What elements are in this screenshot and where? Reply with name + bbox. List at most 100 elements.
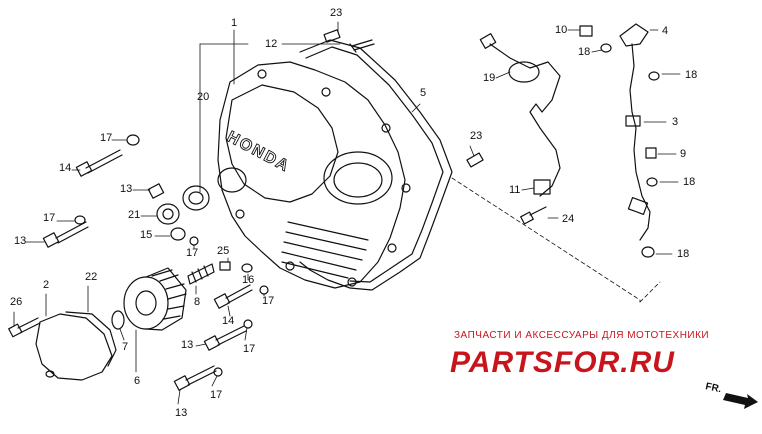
bolt-13-lower-b (173, 375, 191, 391)
oil-seal-21-inner (162, 208, 174, 220)
crankcase-cover-gasket-inner (305, 46, 444, 283)
right-crankcase-cover (217, 61, 406, 289)
callout-c12: 12 (265, 38, 277, 50)
callout-c22: 22 (85, 271, 97, 283)
callout-c18c: 18 (683, 176, 695, 188)
neutral-switch-11 (533, 179, 551, 195)
cover-ribs (281, 221, 369, 279)
callout-c25: 25 (217, 245, 229, 257)
clamp-3 (625, 115, 641, 127)
callout-c18a: 18 (578, 46, 590, 58)
bolt-26-shaft (17, 317, 41, 334)
bolt-24 (520, 211, 534, 225)
oil-filter-spring (187, 263, 215, 285)
callout-c5: 5 (420, 87, 426, 99)
cover-bolt-holes (235, 69, 411, 287)
bolt-14-lower (213, 293, 231, 309)
bolt-13-near-bearing (147, 183, 165, 199)
oil-hole (217, 167, 247, 193)
callout-c6: 6 (134, 375, 140, 387)
bolt-26 (8, 323, 23, 338)
callout-c10: 10 (555, 24, 567, 36)
oil-filter-front (123, 276, 169, 330)
callout-c2: 2 (43, 279, 49, 291)
callout-c17b: 17 (43, 212, 55, 224)
callout-c18d: 18 (677, 248, 689, 260)
bolt-12 (349, 39, 375, 53)
relief-valve (219, 261, 231, 271)
callout-c24: 24 (562, 213, 574, 225)
clutch-window-inner (333, 162, 383, 198)
callout-c14a: 14 (59, 162, 71, 174)
callout-c23a: 23 (330, 7, 342, 19)
washer-18-b (648, 71, 660, 81)
callout-c15: 15 (140, 229, 152, 241)
callout-c17c: 17 (186, 247, 198, 259)
front-direction-indicator: FR. (704, 381, 758, 409)
bolt-24-shaft (529, 206, 547, 216)
callout-c3: 3 (672, 116, 678, 128)
callout-c13a: 13 (120, 183, 132, 195)
callout-c13c: 13 (181, 339, 193, 351)
washer-17-mid (189, 236, 199, 246)
washer-15 (170, 227, 186, 241)
leader-lines (13, 21, 661, 405)
callout-c20: 20 (197, 91, 209, 103)
oil-seal-21 (156, 203, 180, 225)
sensor-head (627, 197, 649, 215)
needle-bearing (182, 185, 210, 211)
clutch-window (323, 151, 393, 205)
callout-c1: 1 (231, 17, 237, 29)
needle-bearing-inner (188, 191, 204, 205)
callout-c8: 8 (194, 296, 200, 308)
sensor-wire-harness (489, 43, 561, 197)
watermark-logo: PARTSFOR.RU (450, 346, 675, 379)
washer-16 (241, 263, 253, 273)
bolt-13-left-shaft (55, 221, 89, 244)
filter-cover-gasket (65, 311, 117, 367)
oil-filter-cover (35, 313, 113, 381)
front-direction-label: FR. (704, 381, 722, 395)
callout-c16: 16 (242, 274, 254, 286)
dowel-pin-right (466, 152, 484, 168)
watermark-subtitle: ЗАПЧАСТИ И АКСЕССУАРЫ ДЛЯ МОТОТЕХНИКИ (454, 330, 710, 341)
callout-c17d: 17 (262, 295, 274, 307)
connector-top (479, 33, 497, 49)
crankcase-cover-gasket (299, 39, 453, 291)
washer-18-a (600, 43, 612, 53)
washer-17-low-c (213, 367, 223, 377)
callout-c23b: 23 (470, 130, 482, 142)
washer-18-c (646, 177, 658, 187)
sensor-bracket-4 (619, 23, 649, 47)
bolt-14-upper-head (75, 161, 93, 177)
callout-c17e: 17 (243, 343, 255, 355)
callout-c17a: 17 (100, 132, 112, 144)
front-arrow-icon (723, 393, 758, 409)
washer-17-low-a (259, 285, 269, 295)
callout-c21: 21 (128, 209, 140, 221)
callout-c26: 26 (10, 296, 22, 308)
o-ring-7 (111, 310, 125, 330)
callout-c14b: 14 (222, 315, 234, 327)
cover-face-edge (225, 84, 339, 203)
washer-17-upper (126, 134, 140, 146)
washer-17-left (74, 215, 86, 225)
oil-filter-body (145, 267, 187, 331)
washer-18-d (641, 246, 655, 258)
pulse-sensor-cable (629, 43, 651, 241)
bolt-9 (645, 147, 657, 159)
callout-c13d: 13 (175, 407, 187, 419)
callout-c11: 11 (509, 184, 520, 196)
callout-c13b: 13 (14, 235, 26, 247)
bolt-13-lower-a-shaft (215, 325, 247, 346)
callout-c4: 4 (662, 25, 668, 37)
callout-c9: 9 (680, 148, 686, 160)
callout-c7: 7 (122, 341, 128, 353)
oil-filter-pleats (151, 269, 187, 320)
dowel-pin-top (323, 29, 341, 43)
callout-c18b: 18 (685, 69, 697, 81)
bolt-10 (579, 25, 593, 37)
